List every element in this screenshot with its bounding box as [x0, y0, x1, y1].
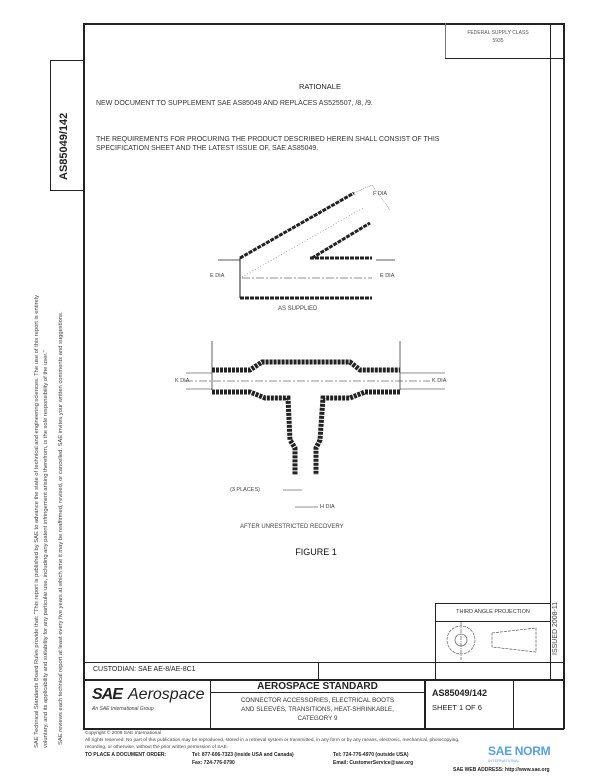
- tb-hdiv: [210, 692, 424, 693]
- label-f-dia: F DIA: [373, 191, 388, 197]
- frame-top: [83, 23, 564, 25]
- side-box-bottom: [50, 190, 83, 191]
- as-supplied-drawing: [218, 184, 395, 300]
- logo-sae: SAE: [92, 686, 123, 703]
- rights-line1: All rights reserved. No part of this pub…: [85, 738, 460, 743]
- rights-line2: recording, or otherwise, without the pri…: [85, 745, 229, 750]
- label-e-dia-right: E DIA: [380, 273, 395, 279]
- label-e-dia-left: E DIA: [210, 273, 225, 279]
- title-line2: AND SLEEVES, TRANSITIONS, HEAT-SHRINKABL…: [241, 706, 394, 713]
- side-notice-line3: SAE reviews each technical report at lea…: [58, 311, 64, 745]
- fsc-box-left: [445, 23, 446, 58]
- doc-number: AS85049/142: [432, 688, 488, 698]
- label-k-dia-left: K DIA: [175, 378, 190, 384]
- web-address[interactable]: SAE WEB ADDRESS: http://www.sae.org: [453, 767, 550, 773]
- tb-div1: [210, 679, 211, 729]
- label-3-places: (3 PLACES): [230, 487, 260, 493]
- logo-aerospace: Aerospace: [128, 686, 205, 703]
- fsc-label: FEDERAL SUPPLY CLASS: [467, 30, 529, 36]
- proj-box-left: [435, 603, 436, 680]
- watermark-sub: INTERNATIONAL: [488, 758, 520, 763]
- custodian: CUSTODIAN: SAE AE-8/AE-8C1: [93, 666, 196, 673]
- frame-inner-right: [550, 23, 551, 680]
- requirements-line1: THE REQUIREMENTS FOR PROCURING THE PRODU…: [96, 136, 440, 143]
- requirements-line2: SPECIFICATION SHEET AND THE LATEST ISSUE…: [96, 145, 319, 152]
- rationale-text: NEW DOCUMENT TO SUPPLEMENT SAE AS85049 A…: [96, 100, 373, 107]
- title-line1: CONNECTOR ACCESSORIES, ELECTRICAL BOOTS: [240, 697, 395, 704]
- proj-box-top: [435, 603, 550, 604]
- projection-label: THIRD ANGLE PROJECTION: [456, 609, 530, 615]
- tel-us: Tel: 877-606-7323 (inside USA and Canada…: [192, 752, 294, 758]
- after-recovery-drawing: [185, 341, 445, 508]
- figure-title: FIGURE 1: [295, 547, 337, 557]
- fsc-box-bottom: [445, 58, 563, 59]
- proj-box-divider: [435, 621, 550, 622]
- copyright: Copyright © 2008 SAE International: [85, 731, 162, 736]
- tb-div3: [513, 679, 514, 729]
- caption-after-recovery: AFTER UNRESTRICTED RECOVERY: [240, 524, 344, 530]
- fsc-value: 5935: [492, 38, 504, 44]
- caption-as-supplied: AS SUPPLIED: [278, 306, 318, 312]
- order-label: TO PLACE A DOCUMENT ORDER:: [85, 752, 167, 758]
- title-line3: CATEGORY 9: [297, 715, 338, 722]
- custodian-divider: [318, 662, 319, 679]
- side-notice-line2: voluntary, and its applicability and sui…: [43, 350, 49, 748]
- tel-outside: Tel: 724-776-4970 (outside USA): [333, 752, 409, 758]
- side-notice-line1: SAE Technical Standards Board Rules prov…: [34, 295, 40, 748]
- logo-tagline: An SAE International Group: [92, 706, 154, 712]
- fax: Fax: 724-776-0790: [192, 760, 235, 766]
- side-box-left: [50, 60, 51, 191]
- watermark-logo: SAE NORM: [488, 744, 551, 758]
- rationale-title: RATIONALE: [299, 82, 341, 91]
- sheet-number: SHEET 1 OF 6: [432, 703, 482, 712]
- frame-right: [563, 23, 565, 729]
- label-h-dia: H DIA: [320, 504, 335, 510]
- label-k-dia-right: K DIA: [432, 378, 447, 384]
- side-box-top: [50, 60, 83, 61]
- custodian-top: [83, 662, 564, 663]
- title-block-top: [83, 679, 564, 681]
- standard-type: AEROSPACE STANDARD: [257, 681, 378, 692]
- frame-bottom: [83, 728, 564, 730]
- email: Email: CustomerService@sae.org: [333, 760, 414, 766]
- tb-div2: [424, 679, 426, 729]
- projection-symbol: [446, 622, 537, 660]
- frame-left: [83, 23, 85, 729]
